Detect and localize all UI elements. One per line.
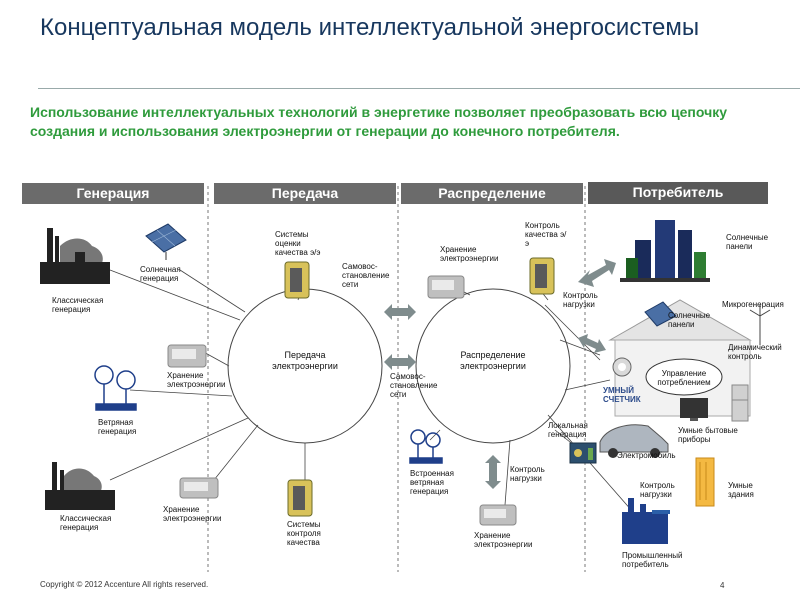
wind-turbine-icon-2 — [409, 429, 443, 464]
label-wind-gen: Ветряная генерация — [98, 418, 137, 436]
storage-icon-3 — [427, 275, 465, 299]
storage-icon-4 — [479, 504, 517, 526]
consumption-mgmt-oval — [645, 358, 723, 396]
ev-car-icon — [599, 424, 669, 458]
label-self-heal-2: Самовос- становление сети — [390, 372, 438, 399]
title-divider — [38, 88, 800, 89]
label-classic-gen-1: Классическая генерация — [52, 296, 104, 314]
industrial-icon — [622, 498, 670, 544]
transmission-circle-label: Передача электроэнергии — [272, 350, 338, 371]
label-ev: Электромобиль — [617, 451, 676, 460]
factory-icon-1 — [40, 228, 110, 284]
label-storage-2: Хранение электроэнергии — [163, 505, 222, 523]
label-solar-gen: Солнечная генерация — [140, 265, 181, 283]
label-smart-meter: УМНЫЙ СЧЕТЧИК — [603, 386, 641, 404]
label-local-gen: Локальная генерация — [548, 421, 588, 439]
subtitle: Использование интеллектуальных технологи… — [30, 104, 727, 139]
label-load-control-3: Контроль нагрузки — [640, 481, 675, 499]
smart-building-icon — [695, 457, 715, 507]
band-consumer: Потребитель — [588, 182, 768, 204]
label-quality-systems: Системы оценки качества э/э — [275, 230, 321, 257]
wind-turbine-icon-1 — [94, 365, 137, 411]
label-embedded-wind: Встроенная ветряная генерация — [410, 469, 454, 496]
distribution-circle — [415, 288, 571, 444]
quality-device-icon-1 — [284, 261, 310, 299]
band-transmission: Передача — [214, 183, 396, 204]
quality-device-icon-2 — [287, 479, 313, 517]
local-generation-icon — [569, 442, 597, 464]
copyright-footer: Copyright © 2012 Accenture All rights re… — [40, 580, 209, 589]
arrows — [384, 259, 616, 489]
label-dynamic-control: Динамический контроль — [728, 343, 782, 361]
label-control-quality: Системы контроля качества — [287, 520, 321, 547]
storage-icon-2 — [179, 477, 219, 499]
label-solar-panels-2: Солнечные панели — [668, 311, 711, 329]
label-classic-gen-2: Классическая генерация — [60, 514, 112, 532]
band-generation: Генерация — [22, 183, 204, 204]
label-storage-1: Хранение электроэнергии — [167, 371, 226, 389]
label-load-control-2: Контроль нагрузки — [510, 465, 545, 483]
label-quality-control: Контроль качества э/э — [525, 221, 567, 248]
label-consumption-mgmt: Управление потреблением — [657, 369, 711, 387]
micro-turbine-icon — [749, 305, 771, 345]
label-load-control-1: Контроль нагрузки — [563, 291, 598, 309]
distribution-circle-label: Распределение электроэнергии — [460, 350, 526, 371]
city-buildings-icon — [620, 220, 710, 282]
page-title: Концептуальная модель интеллектуальной э… — [40, 14, 700, 41]
storage-icon-1 — [167, 344, 207, 368]
label-industrial: Промышленный потребитель — [622, 551, 683, 569]
solar-panel-icon-1 — [145, 223, 187, 260]
label-smart-buildings: Умные здания — [728, 481, 754, 499]
page-number: 4 — [720, 581, 725, 590]
tv-icon — [680, 398, 708, 421]
label-self-heal-1: Самовос- становление сети — [342, 262, 390, 289]
factory-icon-2 — [45, 462, 115, 510]
label-storage-3: Хранение электроэнергии — [440, 245, 499, 263]
label-smart-appliances: Умные бытовые приборы — [678, 426, 738, 444]
quality-device-icon-3 — [529, 257, 555, 295]
label-microgen: Микрогенерация — [722, 300, 784, 309]
label-storage-4: Хранение электроэнергии — [474, 531, 533, 549]
fridge-icon — [731, 384, 749, 422]
smart-meter-icon — [612, 357, 632, 377]
band-distribution: Распределение — [401, 183, 583, 204]
label-solar-panels-1: Солнечные панели — [726, 233, 769, 251]
